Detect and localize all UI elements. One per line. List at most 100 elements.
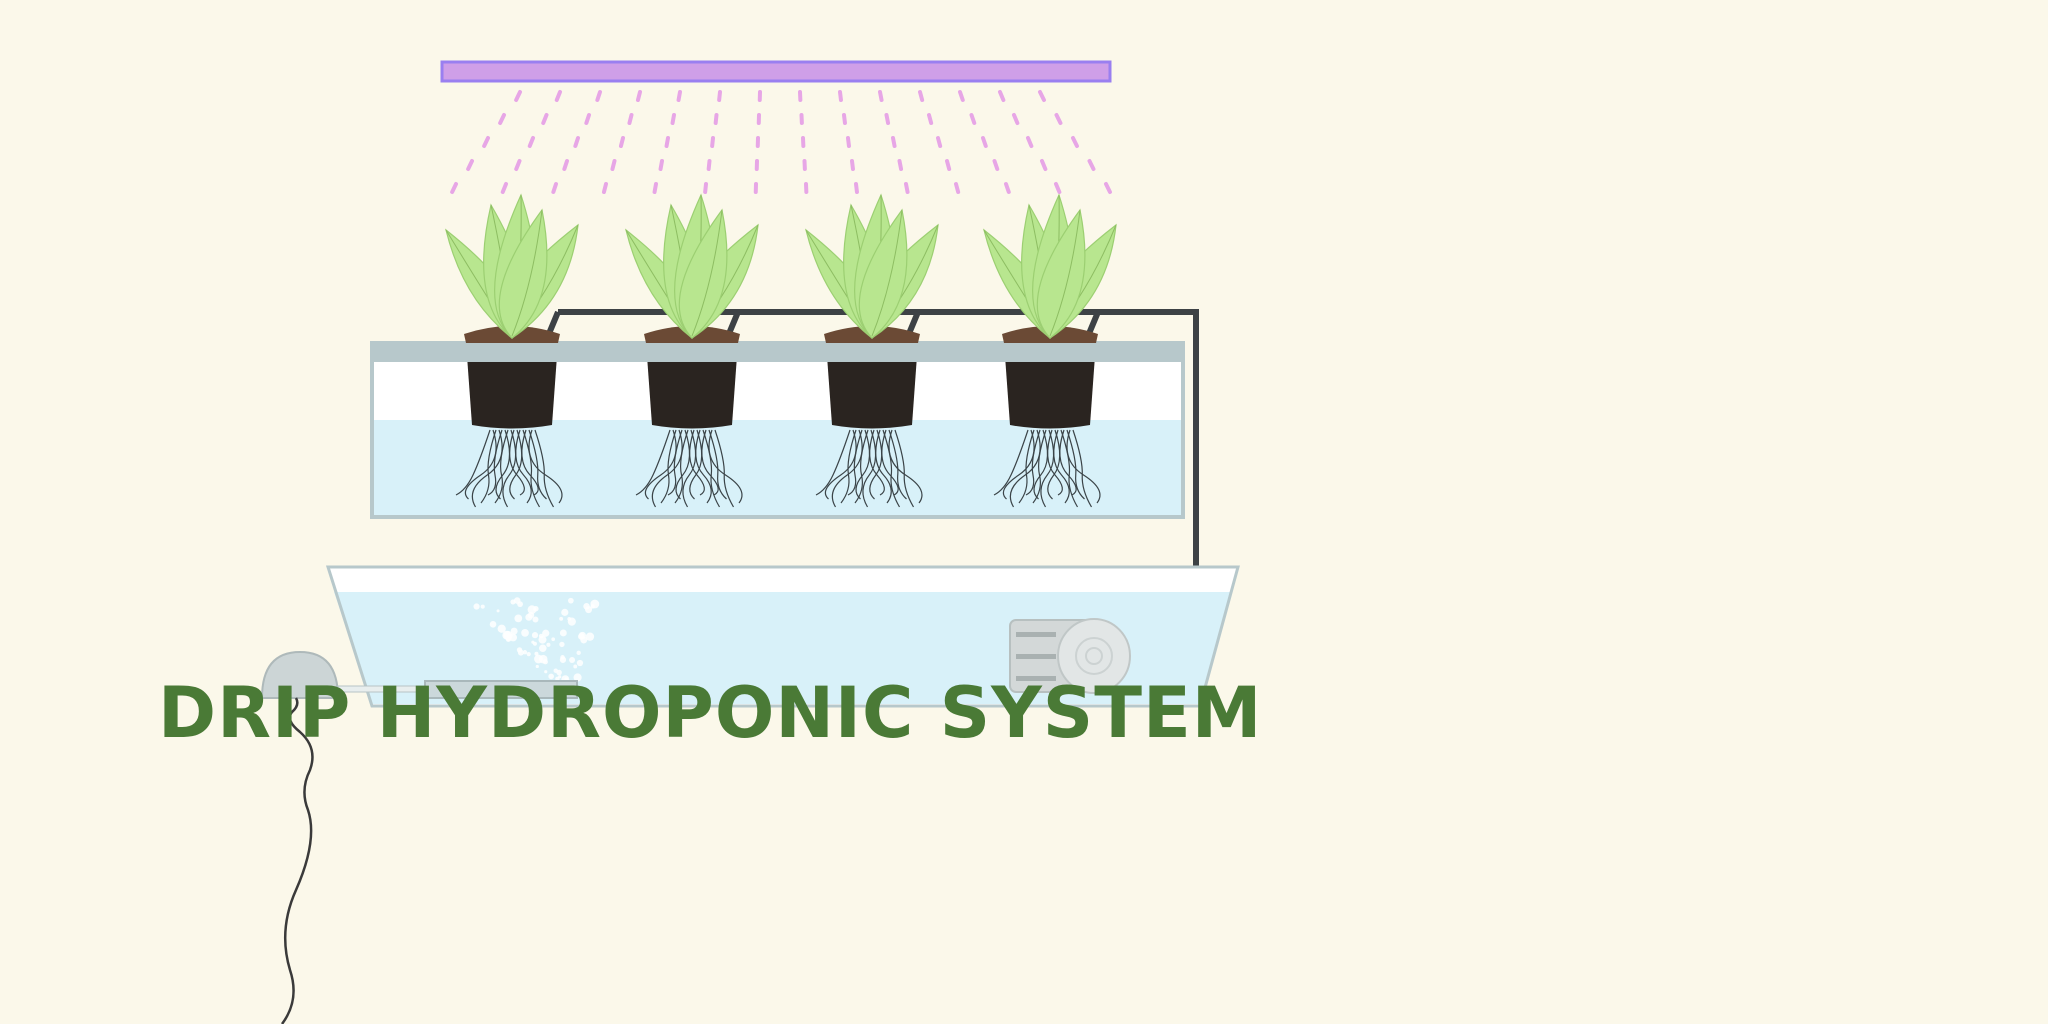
light-ray-dash (618, 136, 625, 148)
light-ray-dash (466, 159, 474, 171)
plant (804, 193, 939, 508)
light-ray-dash (670, 113, 676, 125)
light-ray-dash (710, 136, 715, 148)
light-ray-dash (1004, 182, 1011, 194)
roots (635, 429, 743, 508)
air-bubble (535, 664, 539, 669)
light-ray-dash (717, 90, 722, 102)
air-bubble (546, 642, 551, 647)
net-pot (466, 342, 558, 429)
air-bubble (532, 616, 539, 623)
light-ray-dash (482, 136, 490, 148)
light-ray-dash (954, 182, 961, 194)
air-bubble (497, 624, 506, 633)
light-ray-dash (450, 182, 458, 194)
light-ray-dash (584, 113, 591, 125)
light-ray-dash (514, 90, 522, 102)
plant (624, 193, 759, 508)
light-ray-dash (551, 182, 558, 194)
light-ray-dash (884, 113, 891, 125)
air-bubble (516, 647, 523, 653)
light-ray-dash (936, 136, 943, 148)
air-bubble (526, 652, 531, 657)
air-bubble (556, 669, 562, 676)
light-ray-dash (945, 159, 952, 171)
light-ray-dash (627, 113, 634, 125)
air-bubble (559, 629, 567, 637)
light-ray-dash (652, 182, 658, 194)
light-ray-dash (703, 182, 708, 194)
air-bubble (567, 617, 576, 626)
air-bubble (538, 633, 544, 639)
air-bubble (558, 675, 562, 679)
light-ray-dash (1087, 159, 1096, 171)
light-ray-dash (635, 90, 642, 102)
air-bubble (522, 650, 528, 655)
net-pot (1004, 342, 1096, 429)
light-ray-dash (514, 159, 522, 171)
light-ray-dash (664, 136, 670, 148)
light-ray-dash (992, 159, 1000, 171)
air-bubble (531, 632, 539, 639)
air-bubble (473, 603, 480, 610)
air-bubble (502, 630, 512, 640)
plant (982, 193, 1117, 508)
air-bubble (517, 601, 523, 608)
light-ray-dash (1012, 113, 1020, 125)
air-bubble (573, 664, 578, 669)
light-ray-dash (958, 90, 965, 102)
air-bubble (533, 605, 539, 612)
air-bubble (521, 629, 529, 637)
light-rays (450, 90, 1112, 194)
light-ray-dash (846, 136, 851, 148)
light-ray-dash (601, 182, 608, 194)
air-bubble (578, 631, 587, 640)
air-bubble (585, 632, 595, 641)
light-ray-dash (854, 182, 859, 194)
light-ray-dash (969, 113, 977, 125)
air-bubble (531, 640, 535, 644)
net-pot (646, 342, 738, 429)
air-bubble (542, 629, 550, 637)
light-ray-dash (498, 113, 506, 125)
light-ray-dash (562, 159, 569, 171)
air-bubble (559, 616, 564, 621)
air-bubble (544, 670, 548, 674)
light-ray-dash (838, 90, 843, 102)
diagram-title: DRIP HYDROPONIC SYSTEM (158, 672, 1263, 754)
light-ray-dash (842, 113, 847, 125)
light-ray-dash (897, 159, 904, 171)
air-bubble (561, 608, 569, 616)
roots (993, 429, 1101, 508)
tray-lid (372, 343, 1183, 362)
air-bubble (514, 614, 523, 623)
air-pump (260, 650, 340, 1024)
light-ray-dash (927, 113, 934, 125)
light-ray-dash (850, 159, 855, 171)
light-ray-dash (713, 113, 719, 125)
water-pump (1009, 618, 1131, 694)
air-bubble (569, 657, 576, 664)
light-ray-dash (904, 182, 910, 194)
light-ray-dash (1104, 182, 1112, 194)
light-ray-dash (1054, 182, 1062, 194)
air-bubble (539, 644, 547, 653)
air-bubble (496, 609, 500, 613)
light-ray-dash (1071, 136, 1079, 148)
light-ray-dash (981, 136, 988, 148)
light-ray-dash (610, 159, 617, 171)
air-bubble (590, 604, 595, 609)
air-bubble (585, 606, 593, 614)
air-bubble (551, 637, 556, 642)
light-ray-dash (1054, 113, 1063, 125)
light-ray-dash (1026, 136, 1034, 148)
net-pot (826, 342, 918, 429)
light-ray-dash (527, 136, 535, 148)
light-ray-dash (573, 136, 580, 148)
air-bubble (560, 655, 565, 660)
light-ray-dash (878, 90, 884, 102)
air-bubble (576, 650, 581, 656)
light-ray-dash (676, 90, 682, 102)
